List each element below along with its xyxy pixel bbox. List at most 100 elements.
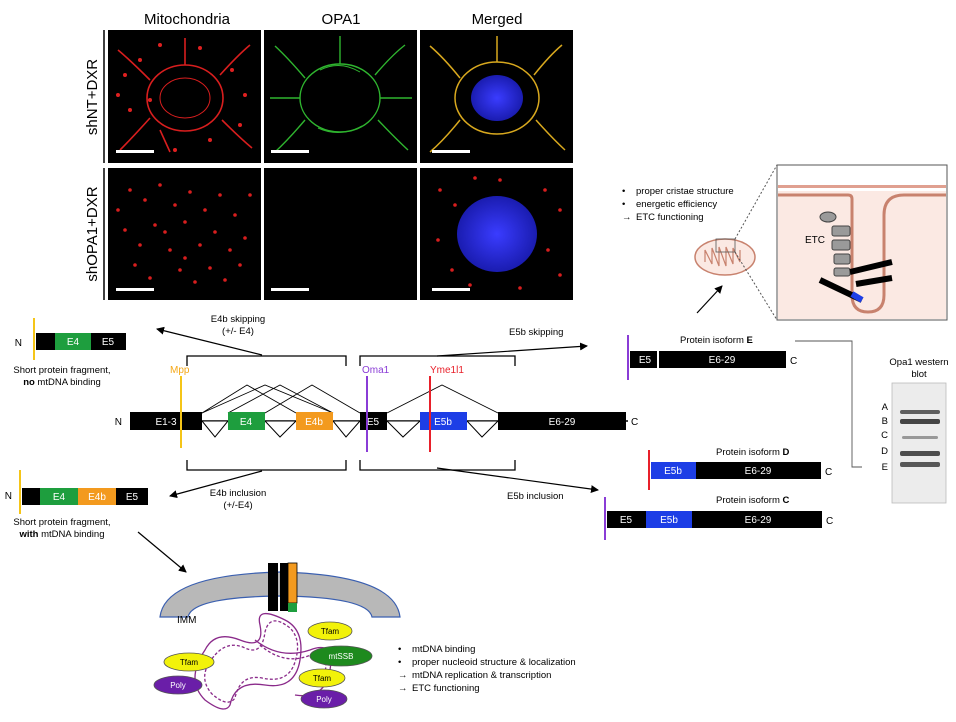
scale-bar	[116, 150, 154, 153]
exon-e5-label: E5	[367, 417, 380, 428]
crista-membrane	[778, 193, 946, 314]
fragment-2-caption: Short protein fragment,	[13, 517, 110, 528]
opa1-fragment-anchor	[268, 563, 278, 611]
fragment-no-binding: N E4 E5 Short protein fragment, no mtDNA…	[13, 318, 126, 388]
svg-text:E5b: E5b	[664, 466, 682, 477]
blot-title-2: blot	[911, 369, 927, 380]
mito-network-shnt	[117, 38, 253, 153]
fragment-1-caption: Short protein fragment,	[13, 365, 110, 376]
fragment-1-caption-2: no mtDNA binding	[23, 377, 101, 388]
band-d-label: D	[881, 446, 888, 457]
polymerase-1	[153, 675, 203, 695]
microscopy-panel: Mitochondria OPA1 Merged shNT+DXR shOPA1…	[84, 11, 573, 300]
mito-fragments-shopa1	[116, 183, 252, 284]
svg-text:E5: E5	[639, 355, 652, 366]
mpp-label: Mpp	[170, 365, 190, 376]
isoform-e-label: Protein isoform E	[680, 335, 753, 346]
imm-label: IMM	[177, 615, 196, 626]
e4b-incl-label: E4b inclusion	[210, 488, 267, 499]
exon-e4b	[296, 412, 333, 430]
row-label-shnt: shNT+DXR	[84, 59, 101, 135]
row-label-shopa1: shOPA1+DXR	[84, 186, 101, 281]
exon-e5b	[420, 412, 467, 430]
fragment-2-caption-2: with mtDNA binding	[18, 529, 104, 540]
oma1-label: Oma1	[362, 365, 390, 376]
svg-text:mtSSB: mtSSB	[329, 652, 354, 661]
col-label-opa1: OPA1	[322, 11, 361, 28]
svg-text:C: C	[790, 356, 797, 367]
svg-text:Poly: Poly	[170, 681, 186, 690]
exon-e4-label: E4	[240, 417, 253, 428]
svg-text:E4: E4	[53, 492, 66, 503]
bullet-mark: •	[398, 644, 401, 655]
fragment-e4b	[78, 488, 116, 505]
yme1l1-label: Yme1l1	[430, 365, 464, 376]
blot-title: Opa1 western	[889, 357, 948, 368]
fragment-with-binding: N E4 E4b E5 Short protein fragment, with…	[5, 470, 187, 573]
tfam-2	[163, 652, 215, 672]
merged-fragments-shopa1	[436, 176, 562, 290]
zoom-line	[734, 164, 778, 240]
arrow-mark: →	[398, 683, 408, 694]
scale-bar	[116, 288, 154, 291]
svg-text:C: C	[826, 516, 833, 527]
isoform-c-label: Protein isoform C	[716, 495, 790, 506]
bullet-mark: •	[622, 186, 625, 197]
svg-text:Tfam: Tfam	[321, 627, 340, 636]
svg-text:Poly: Poly	[316, 695, 332, 704]
isoform-d-label: Protein isoform D	[716, 447, 790, 458]
western-blot: Opa1 western blot A B C D E	[881, 357, 949, 504]
svg-text:E6-29: E6-29	[745, 466, 772, 477]
band-b-label: B	[882, 416, 888, 427]
isoform-to-blot-line	[795, 340, 862, 468]
n-terminus: N	[5, 491, 12, 502]
tfam-1	[307, 621, 353, 641]
e5b-skip-label: E5b skipping	[509, 327, 563, 338]
mito-dots-shnt	[116, 43, 247, 152]
svg-text:E6-29: E6-29	[745, 515, 772, 526]
cristae-panel: • proper cristae structure • energetic e…	[622, 164, 948, 321]
svg-text:E4b: E4b	[88, 492, 106, 503]
e5b-incl-arrow	[436, 467, 599, 494]
scale-bar	[271, 150, 309, 153]
bullet-mark: •	[398, 657, 401, 668]
gene-structure: N C E1-3 E4 E4b E5 E5b E6-29	[115, 355, 638, 471]
exon-e4b-label: E4b	[305, 417, 323, 428]
nucleoid-panel: IMM Tfam mtSSB Tfam Poly Tfam Poly • mtD…	[153, 562, 576, 710]
e4b-skip-label: E4b skipping	[211, 314, 265, 325]
blot-image	[891, 382, 947, 504]
opa1-dimers	[818, 259, 893, 303]
isoform-d: Protein isoform D E5b E6-29 C	[648, 447, 832, 490]
svg-text:E5: E5	[102, 337, 115, 348]
image-opa1-shopa1	[264, 168, 417, 300]
arrow-mark: →	[398, 670, 408, 681]
isoform-c: Protein isoform C E5 E5b E6-29 C	[604, 495, 833, 540]
anchor-e4b	[287, 562, 298, 604]
svg-text:C: C	[825, 467, 832, 478]
band-e-label: E	[882, 462, 888, 473]
fragment-to-nucleoid-arrow	[137, 531, 187, 573]
isoform-to-mito-arrow	[696, 285, 723, 314]
fragment-e4	[40, 488, 78, 505]
bullet-mark: •	[622, 199, 625, 210]
scale-bar	[432, 288, 470, 291]
e4b-skip-sub: (+/- E4)	[222, 326, 254, 337]
e4b-skip-arrow	[156, 326, 263, 356]
svg-text:E6-29: E6-29	[709, 355, 736, 366]
svg-text:E4: E4	[67, 337, 80, 348]
e4b-incl-sub: (+/-E4)	[223, 500, 252, 511]
nucleoid-bullet-1: mtDNA binding	[412, 644, 475, 655]
exon-e5b-label: E5b	[434, 417, 452, 428]
e5b-skip-arrow	[436, 342, 588, 357]
arrow-mark: →	[622, 212, 632, 223]
c-terminus: C	[631, 417, 638, 428]
scale-bar	[432, 150, 470, 153]
nucleus	[457, 196, 537, 272]
nucleoid-bullet-4: ETC functioning	[412, 683, 480, 694]
nucleoid-bullet-2: proper nucleoid structure & localization	[412, 657, 576, 668]
nucleus	[471, 75, 523, 121]
col-label-mitochondria: Mitochondria	[144, 11, 231, 28]
anchor-e4	[288, 603, 297, 612]
mtssb	[309, 645, 373, 667]
